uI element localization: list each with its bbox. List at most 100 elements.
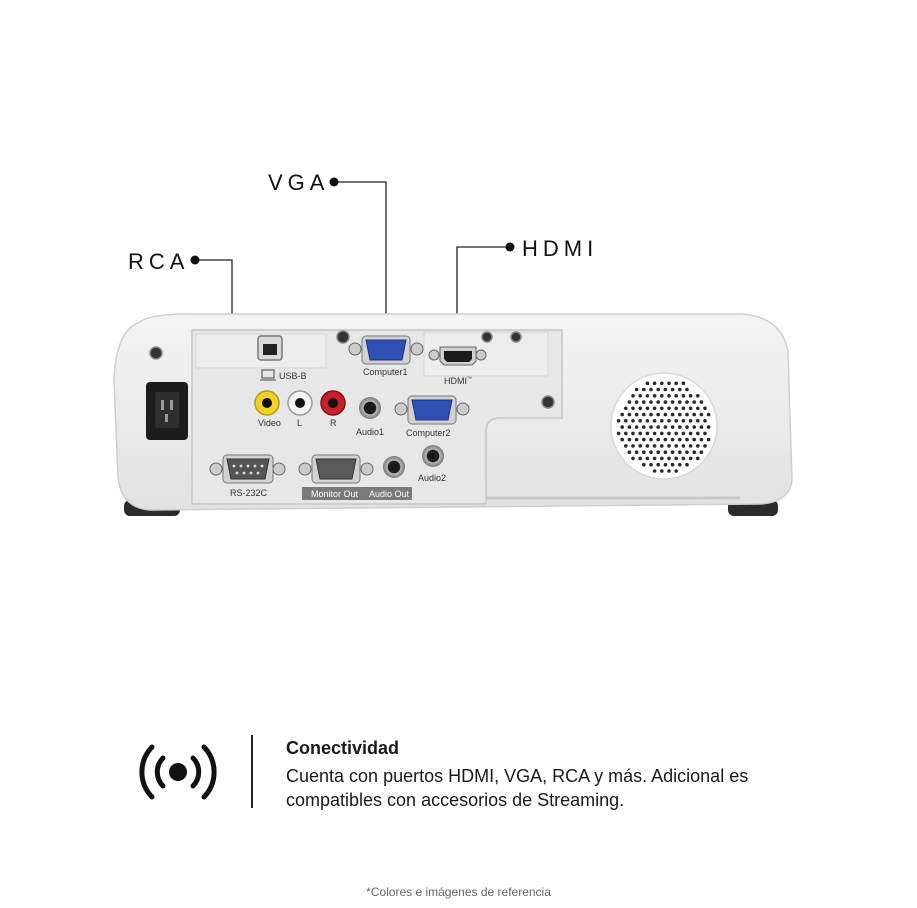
grille-hole [638, 406, 642, 411]
grille-hole [663, 400, 668, 404]
grille-hole [670, 425, 675, 429]
grille-hole [656, 425, 660, 429]
grille-hole [631, 394, 635, 398]
grille-hole [642, 412, 646, 417]
grille-hole [656, 437, 660, 442]
grille-hole [678, 437, 682, 442]
computer1-vga-port[interactable] [348, 335, 424, 365]
panel-screws [149, 330, 555, 409]
grille-hole [706, 412, 711, 417]
grille-hole [685, 412, 689, 417]
grille-hole [678, 462, 682, 467]
grille-hole [688, 456, 693, 461]
grille-hole [642, 400, 646, 404]
grille-hole [703, 444, 707, 448]
grille-hole [663, 450, 668, 455]
grille-hole [692, 450, 696, 455]
grille-hole [652, 406, 657, 411]
grille-hole [678, 412, 682, 417]
grille-hole [634, 425, 639, 429]
grille-hole [670, 437, 675, 442]
grille-hole [674, 381, 678, 386]
grille-hole [645, 419, 650, 423]
audio1-jack[interactable] [359, 397, 381, 419]
grille-hole [616, 431, 621, 436]
grille-hole [638, 444, 642, 448]
rca-left-port[interactable] [287, 390, 313, 416]
grille-hole [652, 394, 657, 398]
audio1-label: Audio1 [356, 427, 384, 437]
rs232c-port[interactable] [209, 454, 286, 484]
grille-hole [681, 444, 686, 448]
grille-hole [678, 450, 682, 455]
grille-hole [645, 394, 650, 398]
grille-hole [631, 419, 635, 423]
grille-hole [638, 394, 642, 398]
rca-right-port[interactable] [320, 390, 346, 416]
grille-hole [624, 444, 628, 448]
grille-hole [699, 412, 704, 417]
grille-hole [649, 450, 653, 455]
grille-hole [645, 444, 650, 448]
right-label: R [330, 418, 337, 428]
grille-hole [688, 406, 693, 411]
grille-hole [620, 425, 624, 429]
speaker-grille-holes [616, 381, 711, 473]
computer2-vga-port[interactable] [394, 395, 470, 425]
grille-hole [642, 387, 646, 392]
grille-hole [649, 387, 653, 392]
grille-hole [670, 462, 675, 467]
rca-video-port[interactable] [254, 390, 280, 416]
grille-hole [656, 412, 660, 417]
grille-hole [649, 437, 653, 442]
video-label: Video [258, 418, 281, 428]
grille-hole [663, 437, 668, 442]
grille-hole [706, 425, 711, 429]
grille-hole [685, 462, 689, 467]
grille-hole [699, 450, 704, 455]
grille-hole [685, 425, 689, 429]
monitor-out-label: Monitor Out [311, 489, 359, 499]
grille-hole [670, 450, 675, 455]
grille-hole [631, 456, 635, 461]
grille-hole [624, 406, 628, 411]
grille-hole [660, 381, 664, 386]
usb-b-label: USB-B [279, 371, 307, 381]
grille-hole [660, 456, 664, 461]
grille-hole [663, 462, 668, 467]
audio2-jack[interactable] [422, 445, 444, 467]
grille-hole [688, 431, 693, 436]
grille-hole [696, 431, 700, 436]
grille-hole [649, 412, 653, 417]
grille-hole [642, 437, 646, 442]
grille-hole [624, 431, 628, 436]
grille-hole [678, 400, 682, 404]
grille-hole [667, 419, 671, 423]
grille-hole [652, 381, 657, 386]
info-divider [251, 735, 253, 808]
callout-dot-hdmi [505, 242, 515, 252]
audio-out-jack[interactable] [383, 456, 405, 478]
grille-hole [667, 469, 671, 473]
grille-hole [627, 425, 632, 429]
grille-hole [670, 400, 675, 404]
grille-hole [660, 469, 664, 473]
hdmi-port[interactable] [428, 346, 487, 366]
grille-hole [681, 381, 686, 386]
grille-hole [692, 437, 696, 442]
grille-hole [678, 387, 682, 392]
monitor-out-port[interactable] [298, 454, 374, 484]
grille-hole [688, 419, 693, 423]
grille-hole [663, 412, 668, 417]
grille-hole [634, 412, 639, 417]
grille-hole [674, 394, 678, 398]
computer1-label: Computer1 [363, 367, 408, 377]
grille-hole [649, 400, 653, 404]
grille-hole [642, 450, 646, 455]
grille-hole [667, 444, 671, 448]
projector-rear-view: USB-B Computer1 HDMI™ Video L R Audio1 [113, 177, 793, 516]
grille-hole [678, 425, 682, 429]
grille-hole [656, 400, 660, 404]
grille-hole [645, 406, 650, 411]
grille-hole [642, 425, 646, 429]
